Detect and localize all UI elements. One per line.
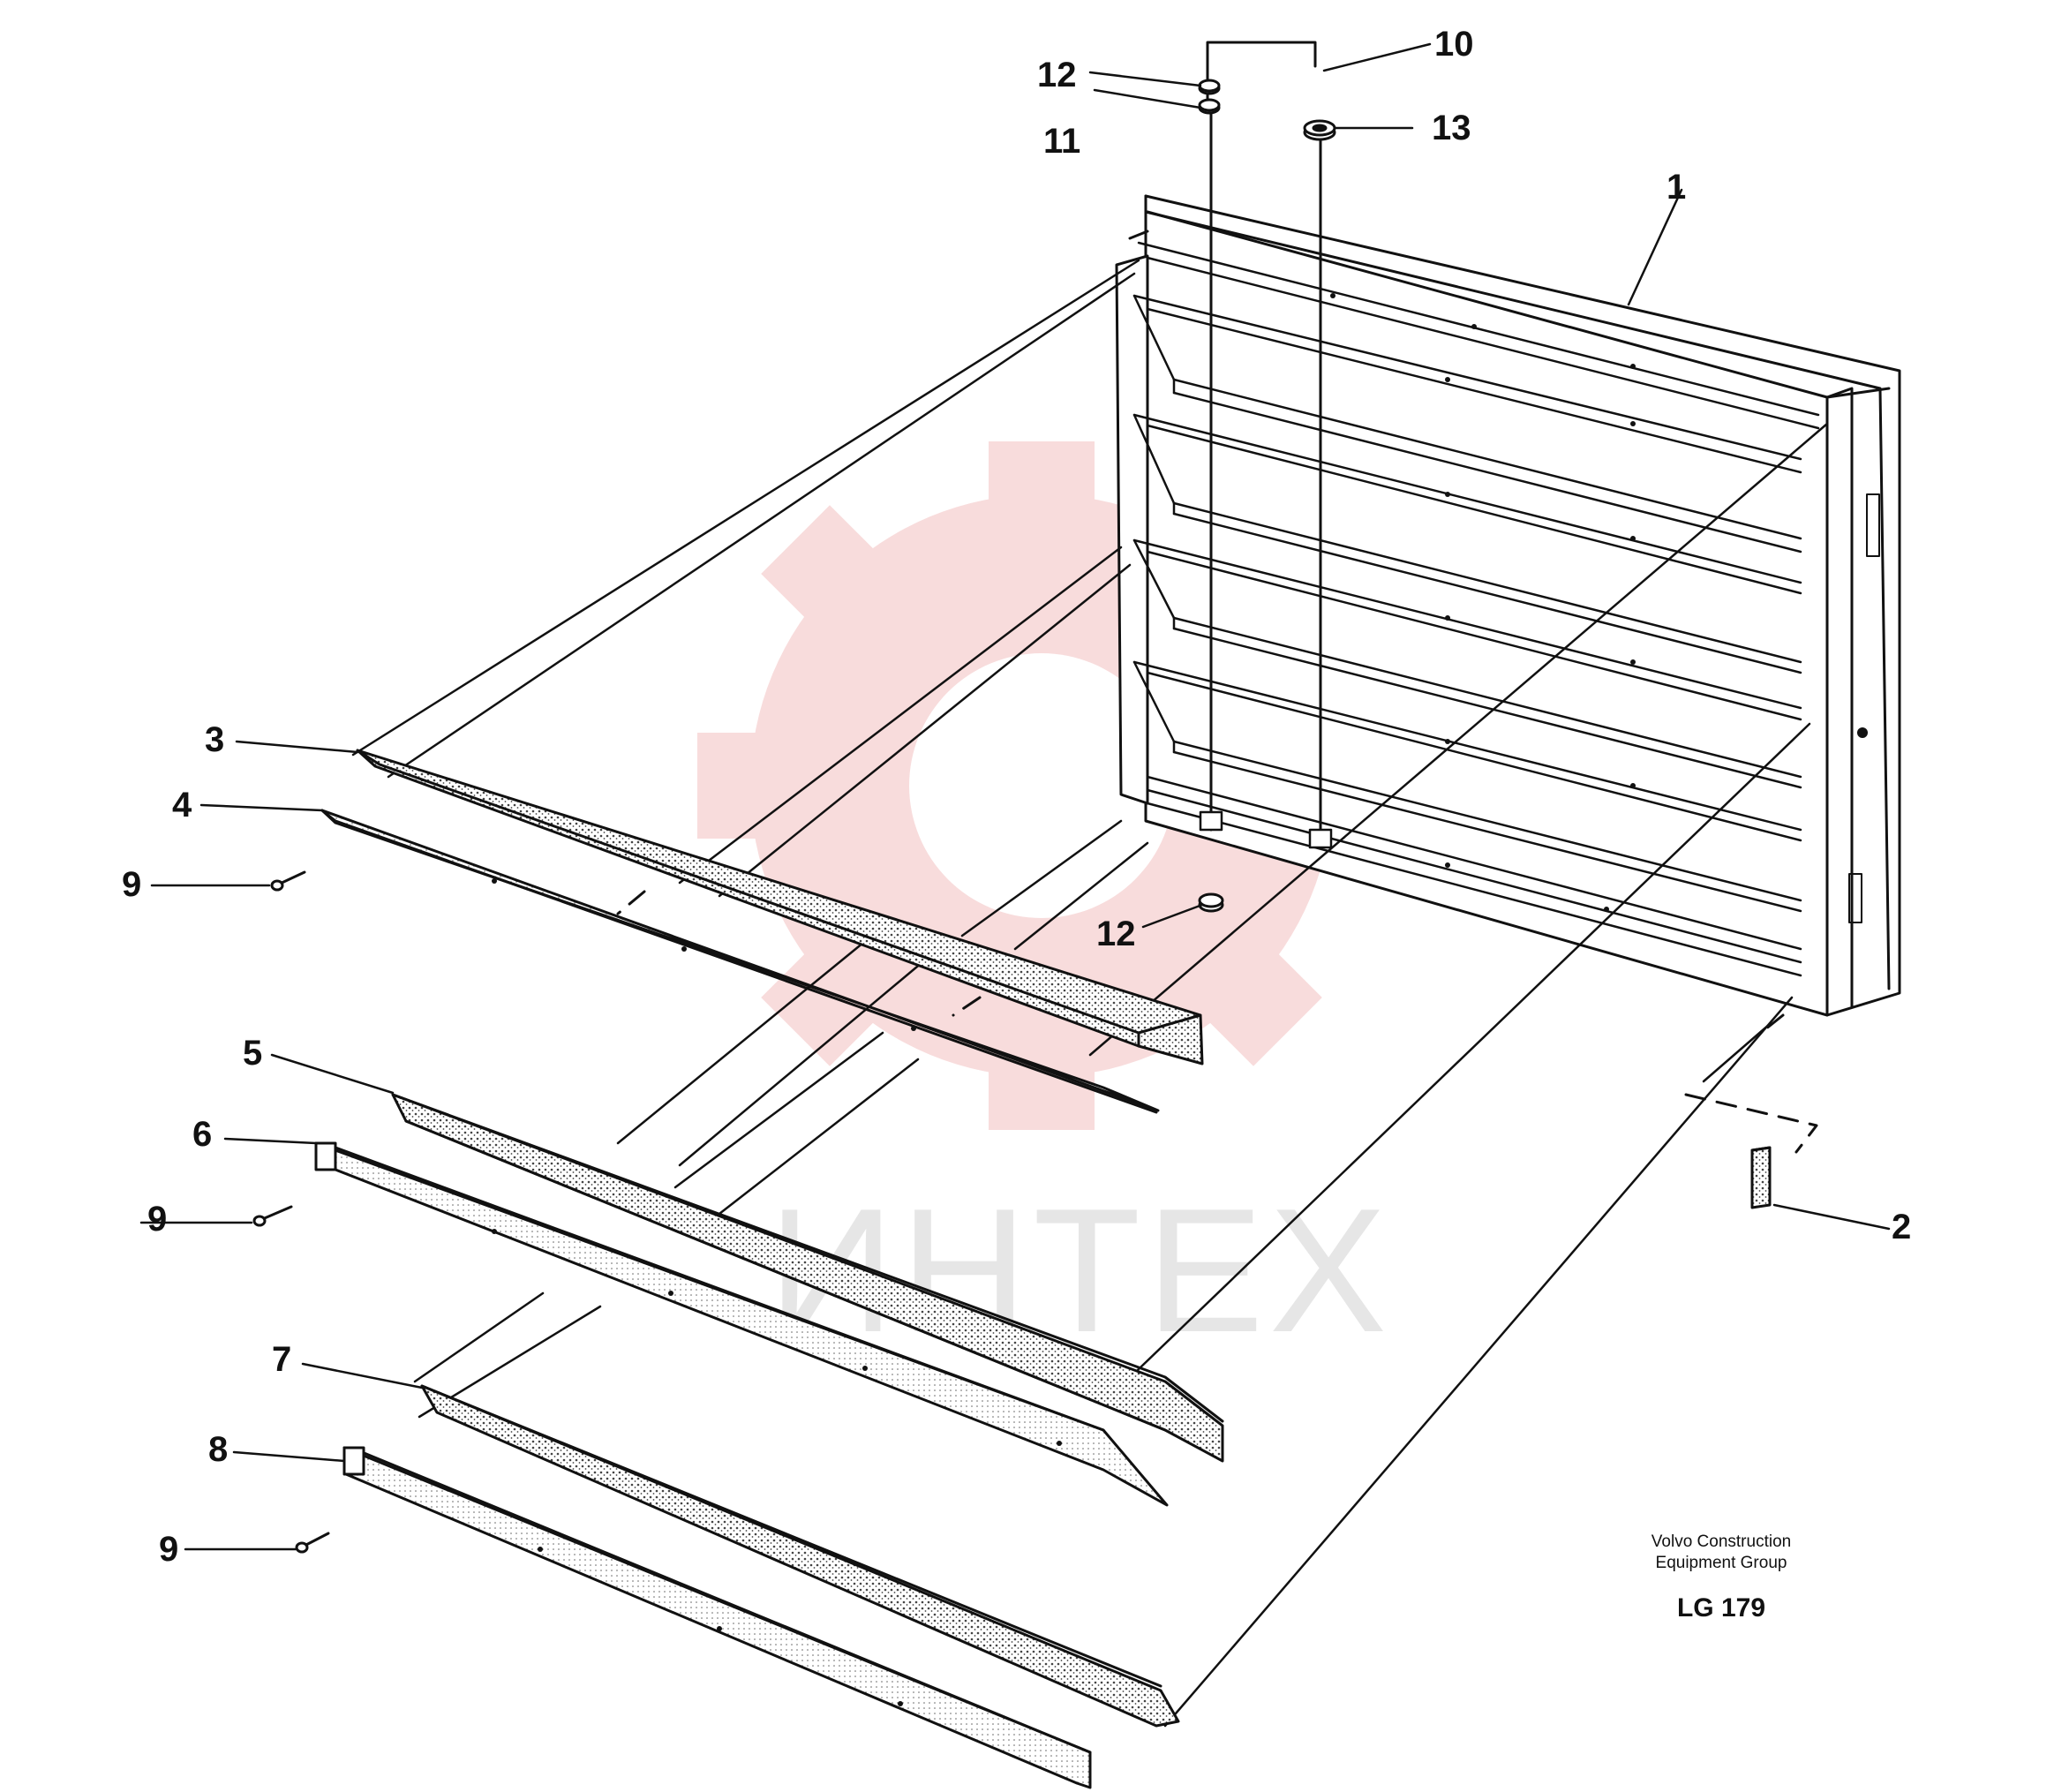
louver-slats [1132, 241, 1820, 977]
callout-6: 6 [192, 1115, 213, 1154]
part-5-foam-strip [391, 1093, 1224, 1463]
callout-9b: 9 [147, 1200, 168, 1239]
part-4-strip [320, 809, 1160, 1114]
callout-9c: 9 [159, 1530, 179, 1569]
part-7-foam-strip [420, 1384, 1180, 1728]
credit-line-1: Volvo Construction [1651, 1532, 1792, 1551]
callout-3: 3 [205, 720, 225, 759]
drawing-code: LG 179 [1676, 1593, 1766, 1623]
callout-2: 2 [1892, 1208, 1912, 1246]
credit-line-2: Equipment Group [1655, 1554, 1787, 1572]
part-1-frame [1115, 194, 1901, 1017]
part-13-knob [1303, 119, 1336, 141]
callout-11: 11 [1043, 122, 1081, 161]
leader-lines [139, 42, 1891, 1551]
part-8-bar [342, 1446, 1092, 1789]
callout-10: 10 [1434, 25, 1474, 64]
part-3-foam-strip [356, 749, 1204, 1065]
callout-9a: 9 [122, 865, 142, 904]
callout-12-top: 12 [1037, 56, 1077, 94]
frame-holes [1330, 293, 1868, 912]
part-6-bar [314, 1141, 1169, 1507]
credit-block: Volvo Construction Equipment Group LG 17… [1598, 1532, 1845, 1623]
assembly-guide-lines [351, 259, 1829, 1728]
callout-7: 7 [272, 1340, 292, 1379]
part-9-screw-c [295, 1532, 330, 1554]
callout-13: 13 [1432, 109, 1471, 147]
part-10-rod [1199, 41, 1333, 849]
dashed-guide-lines [616, 890, 1818, 1154]
callout-12-bottom: 12 [1096, 915, 1136, 953]
part-12-washer-top [1198, 79, 1221, 95]
callout-4: 4 [172, 786, 192, 824]
callout-1: 1 [1667, 168, 1687, 207]
part-9-screw-a [270, 870, 306, 892]
part-9-screw-b [252, 1205, 293, 1227]
callout-8: 8 [208, 1430, 229, 1469]
callout-5: 5 [243, 1034, 263, 1073]
part-2-block [1750, 1146, 1772, 1209]
part-12-nut-bottom [1198, 892, 1224, 913]
part-11-washer [1198, 98, 1221, 115]
